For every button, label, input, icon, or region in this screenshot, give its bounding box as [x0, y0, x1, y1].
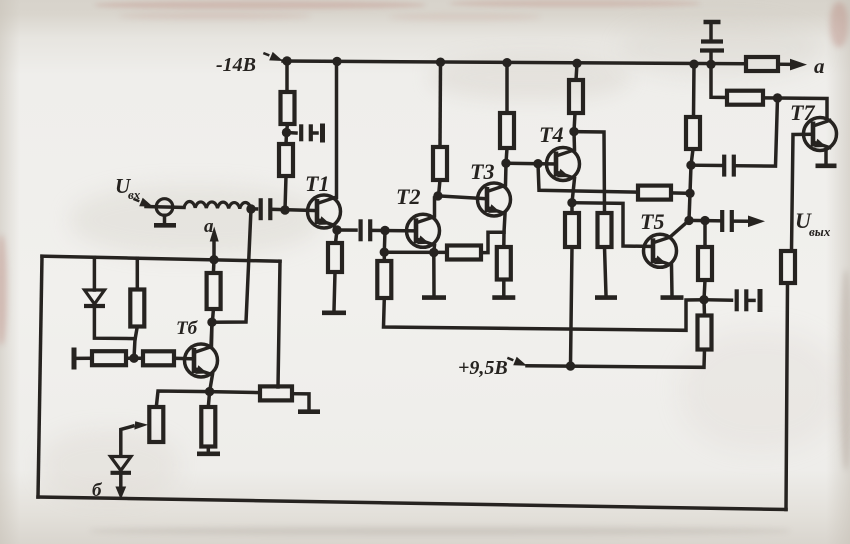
svg-text:Т2: Т2	[396, 184, 420, 209]
svg-text:-14В: -14В	[216, 54, 256, 76]
svg-text:+9,5В: +9,5В	[458, 357, 508, 379]
svg-text:Т7: Т7	[790, 100, 815, 125]
svg-text:Т1: Т1	[305, 171, 329, 196]
svg-text:Т3: Т3	[470, 159, 494, 184]
svg-text:Тб: Тб	[176, 318, 199, 339]
svg-text:вх: вх	[128, 187, 141, 202]
svg-text:a: a	[204, 216, 214, 237]
svg-text:б: б	[92, 480, 103, 501]
svg-text:a: a	[814, 54, 825, 78]
svg-text:вых: вых	[809, 224, 831, 239]
svg-text:U: U	[115, 174, 132, 198]
svg-text:Т4: Т4	[539, 122, 563, 147]
svg-text:U: U	[795, 208, 812, 233]
svg-text:Т5: Т5	[640, 209, 664, 234]
